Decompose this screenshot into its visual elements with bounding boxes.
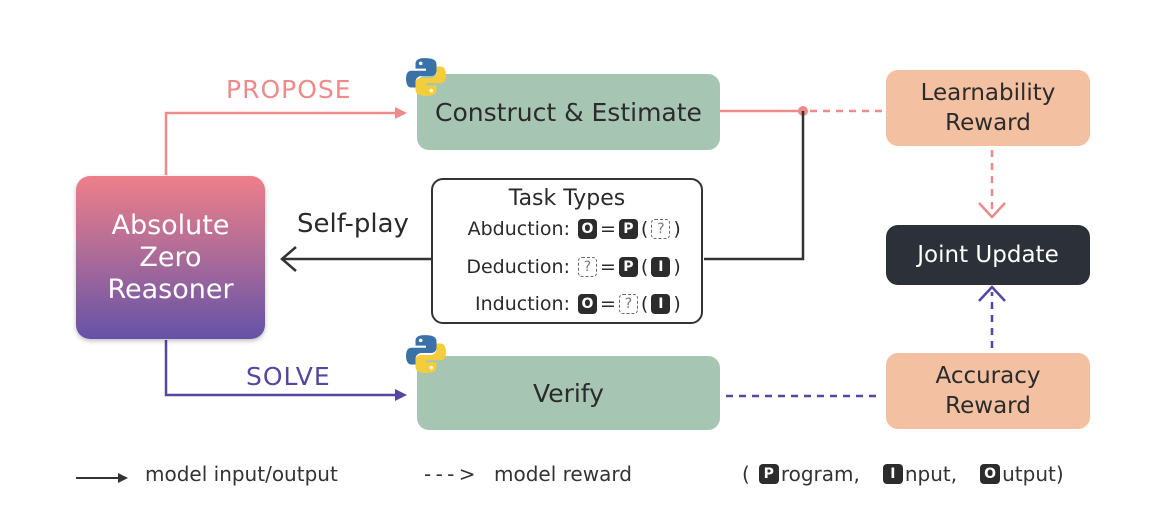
selfplay-label: Self-play — [297, 209, 409, 239]
selfplay-feedback-line — [704, 111, 805, 261]
legend-dashed-text: model reward — [494, 462, 632, 486]
selfplay-arrowhead — [280, 246, 297, 272]
python-icon — [406, 58, 446, 96]
azr-label-line1: Absolute — [111, 209, 230, 241]
legend-output-key: O — [980, 464, 1001, 484]
legend-solid-text: model input/output — [145, 462, 338, 486]
learnability-reward-node: Learnability Reward — [886, 70, 1090, 146]
python-icon — [406, 335, 446, 373]
unknown-key: ? — [578, 257, 597, 277]
unknown-key: ? — [618, 294, 638, 314]
legend-input-text: nput, — [904, 462, 958, 486]
output-key: O — [578, 219, 597, 239]
absolute-zero-reasoner-node: Absolute Zero Reasoner — [76, 176, 265, 339]
input-key: I — [651, 294, 671, 314]
construct-estimate-node: Construct & Estimate — [417, 74, 720, 150]
learnability-arrowhead — [978, 202, 1006, 219]
input-key: I — [651, 257, 671, 277]
learnability-label-line1: Learnability — [920, 80, 1056, 106]
unknown-key: ? — [651, 219, 671, 239]
task-name: Deduction: — [466, 256, 570, 278]
legend-input-key: I — [882, 464, 903, 484]
task-equation: O = ? ( I ) — [577, 293, 683, 315]
task-name: Abduction: — [467, 218, 570, 240]
verify-label: Verify — [533, 378, 604, 408]
task-name: Induction: — [475, 293, 570, 315]
accuracy-label-line2: Reward — [945, 393, 1031, 419]
learnability-label-line2: Reward — [945, 110, 1031, 136]
azr-label-line3: Reasoner — [107, 273, 234, 305]
propose-label: PROPOSE — [226, 75, 352, 104]
solve-label: SOLVE — [246, 362, 331, 391]
accuracy-reward-node: Accuracy Reward — [886, 353, 1090, 429]
legend-dashed-arrow: - - - > — [424, 462, 475, 486]
azr-label-line2: Zero — [139, 241, 202, 273]
program-key: P — [618, 257, 638, 277]
task-types-box: Task Types Abduction: O = P ( ? ) Deduct… — [431, 178, 703, 324]
joint-update-node: Joint Update — [886, 225, 1090, 285]
legend-output-text: utput) — [1002, 462, 1064, 486]
legend-key: ( P rogram, I nput, O utput) — [742, 462, 1064, 486]
program-key: P — [618, 219, 638, 239]
task-equation: O = P ( ? ) — [577, 218, 683, 240]
construct-label: Construct & Estimate — [435, 97, 702, 127]
output-key: O — [578, 294, 597, 314]
accuracy-label-line1: Accuracy — [935, 363, 1041, 389]
legend-open-paren: ( — [742, 462, 750, 486]
legend-program-text: rogram, — [780, 462, 860, 486]
task-equation: ? = P ( I ) — [577, 256, 683, 278]
propose-arrow — [164, 107, 407, 175]
task-types-title: Task Types — [508, 186, 626, 211]
joint-update-label: Joint Update — [917, 242, 1059, 268]
verify-node: Verify — [417, 356, 720, 430]
legend-solid-arrowhead — [118, 473, 128, 483]
accuracy-arrowhead — [978, 285, 1006, 302]
legend-program-key: P — [758, 464, 779, 484]
solve-arrow — [164, 340, 407, 401]
